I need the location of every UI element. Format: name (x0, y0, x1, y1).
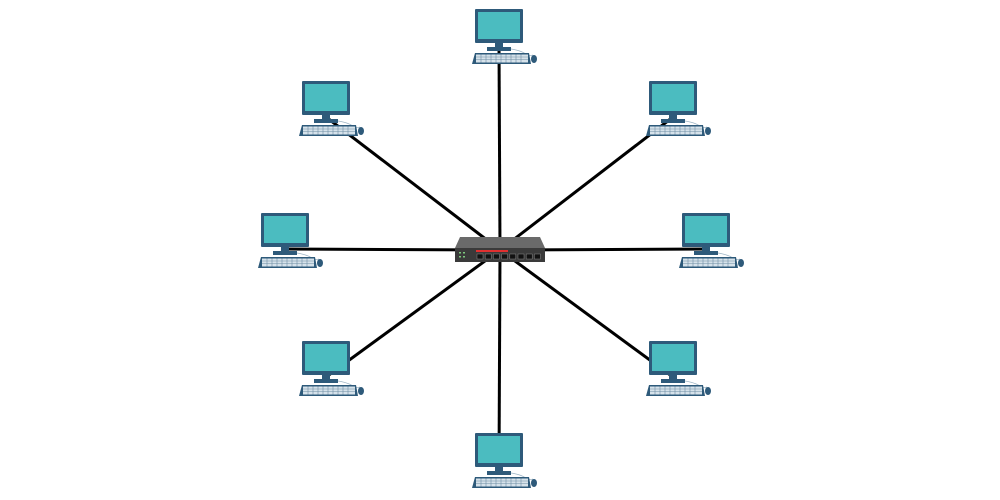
pc-right-computer-icon (678, 212, 745, 269)
network-switch (455, 237, 545, 262)
switch-port (517, 253, 525, 260)
switch-port (484, 253, 492, 260)
link-pc-bottom-left (325, 248, 501, 379)
switch-accent (476, 250, 508, 252)
pc-top-computer-icon (471, 8, 538, 65)
switch-port (476, 253, 484, 260)
switch-port (509, 253, 517, 260)
link-pc-top (497, 44, 502, 251)
switch-port (525, 253, 533, 260)
link-pc-top-right (499, 115, 674, 252)
pc-left-computer-icon (257, 212, 324, 269)
pc-top-right-computer-icon (645, 80, 712, 137)
pc-bottom-computer-icon (471, 432, 538, 489)
pc-bottom-left-computer-icon (298, 340, 365, 397)
link-pc-bottom-right (499, 248, 674, 379)
switch-ports (476, 253, 541, 260)
pc-top-left-computer-icon (298, 80, 365, 137)
switch-port (493, 253, 500, 260)
switch-port (534, 253, 541, 260)
pc-bottom-right-computer-icon (645, 340, 712, 397)
link-pc-top-left (325, 115, 501, 252)
link-pc-bottom (497, 249, 502, 470)
switch-port (501, 253, 508, 260)
